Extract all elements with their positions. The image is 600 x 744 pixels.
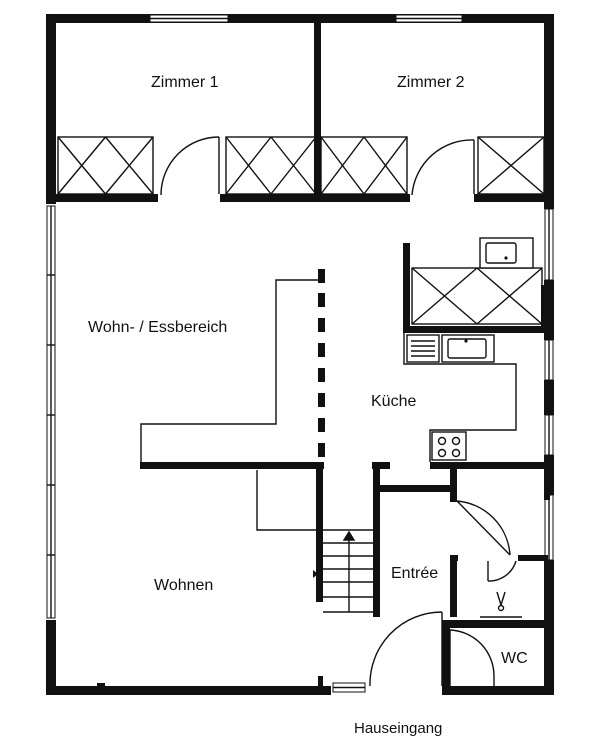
room-label-wohn-ess: Wohn- / Essbereich bbox=[88, 319, 227, 336]
stove-icon bbox=[431, 431, 467, 461]
room-label-zimmer2: Zimmer 2 bbox=[397, 74, 465, 91]
sink-icon bbox=[479, 237, 534, 269]
room-label-wc: WC bbox=[501, 650, 528, 667]
room-label-entree: Entrée bbox=[391, 565, 438, 582]
mid-walls bbox=[140, 269, 554, 617]
kitchen-fixtures bbox=[403, 243, 548, 333]
kitchen-counter bbox=[403, 333, 517, 462]
windows bbox=[46, 14, 554, 693]
entrance-label: Hauseingang bbox=[354, 720, 442, 737]
room-label-zimmer1: Zimmer 1 bbox=[151, 74, 219, 91]
wardrobe-cross-icon bbox=[57, 136, 545, 195]
stairs-icon bbox=[313, 529, 373, 613]
bedroom-walls bbox=[56, 20, 546, 202]
room-label-wohnen: Wohnen bbox=[154, 577, 213, 594]
sink-icon bbox=[480, 591, 522, 618]
entree-walls bbox=[442, 495, 552, 695]
sink-icon bbox=[441, 334, 495, 363]
dining-counter bbox=[140, 279, 318, 531]
room-label-kueche: Küche bbox=[371, 393, 416, 410]
door-swing-icon bbox=[369, 500, 517, 687]
door-swing-icon bbox=[160, 136, 475, 196]
